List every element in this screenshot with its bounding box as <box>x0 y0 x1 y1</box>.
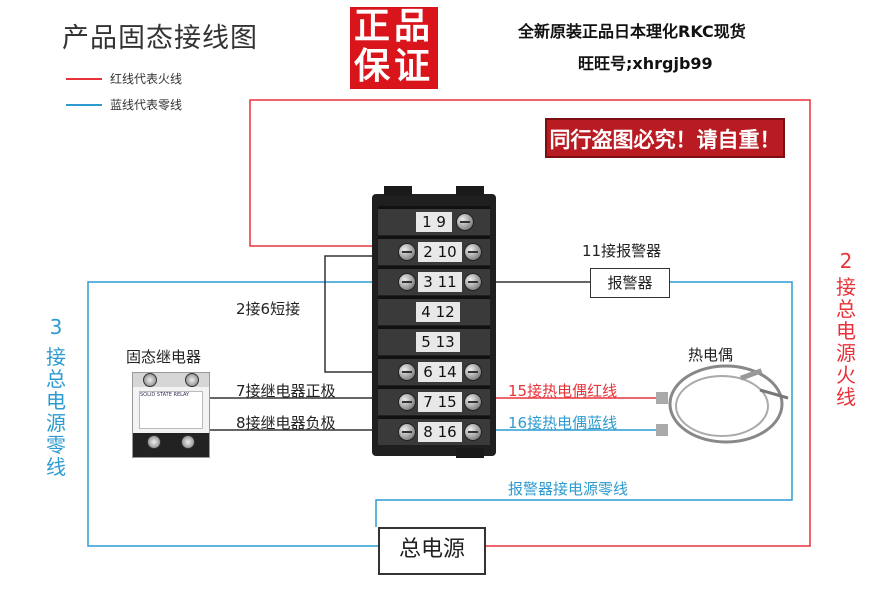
terminal-numbers: 7 15 <box>418 392 462 412</box>
header-line1: 全新原装正品日本理化RKC现货 <box>518 22 746 41</box>
tc-red-label: 15接热电偶红线 <box>508 382 618 400</box>
terminal-numbers: 4 12 <box>416 302 460 322</box>
ssr-base <box>133 433 209 457</box>
terminal-row: 2 10 <box>378 236 490 265</box>
screw-icon <box>464 273 482 291</box>
vertical-char: 线 <box>836 385 856 409</box>
terminal-numbers: 5 13 <box>416 332 460 352</box>
screw-icon <box>398 393 416 411</box>
screw-icon <box>185 373 199 387</box>
block-tab <box>456 448 484 458</box>
solid-state-relay-image: SOLID STATE RELAY <box>132 372 210 458</box>
main-power-box: 总电源 <box>378 527 486 575</box>
vertical-char: 接 <box>46 345 66 369</box>
screw-icon <box>398 363 416 381</box>
vertical-char: 线 <box>46 455 66 479</box>
thermocouple-title: 热电偶 <box>688 346 734 364</box>
vertical-char: 源 <box>836 341 856 365</box>
ssr-face: SOLID STATE RELAY <box>139 391 203 429</box>
screw-icon <box>464 363 482 381</box>
terminal-row: 3 11 <box>378 266 490 295</box>
vertical-char: 源 <box>46 411 66 435</box>
block-tab <box>384 186 412 196</box>
legend-blue-text: 蓝线代表零线 <box>110 98 183 112</box>
terminal-row: 7 15 <box>378 386 490 415</box>
legend-red-swatch <box>66 78 102 80</box>
screw-icon <box>181 435 195 449</box>
terminal-numbers: 1 9 <box>416 212 452 232</box>
terminal-row: 8 16 <box>378 416 490 445</box>
ssr-pos-label: 7接继电器正极 <box>236 382 336 400</box>
ssr-neg-label: 8接继电器负极 <box>236 414 336 432</box>
legend-red-text: 红线代表火线 <box>110 72 183 86</box>
vertical-char: 零 <box>46 433 66 457</box>
badge-line1: 正品 <box>353 6 434 47</box>
screw-icon <box>147 435 161 449</box>
screw-icon <box>143 373 157 387</box>
vertical-char: 总 <box>836 297 856 321</box>
block-tab <box>456 186 484 196</box>
warning-banner: 同行盗图必究！请自重！ <box>545 118 785 158</box>
screw-icon <box>398 423 416 441</box>
alarm-connection-label: 11接报警器 <box>582 242 662 260</box>
right-vertical-number: 2 <box>839 249 853 273</box>
page-title: 产品固态接线图 <box>62 23 258 54</box>
terminal-row: 1 9 <box>378 206 490 235</box>
screw-icon <box>464 393 482 411</box>
header-line2: 旺旺号;xhrgjb99 <box>578 54 713 73</box>
left-vertical-label: 接总电源零线 <box>44 346 68 478</box>
neutral-wire <box>87 281 410 547</box>
terminal-row: 4 12 <box>378 296 490 325</box>
badge-line2: 保证 <box>353 46 434 87</box>
thermocouple-image <box>656 364 789 444</box>
legend-blue-swatch <box>66 104 102 106</box>
terminal-numbers: 6 14 <box>418 362 462 382</box>
screw-icon <box>456 213 474 231</box>
vertical-char: 接 <box>836 275 856 299</box>
live-wire <box>249 99 811 547</box>
genuine-badge: 正品 保证 <box>350 7 438 89</box>
vertical-char: 火 <box>836 363 856 387</box>
terminal-numbers: 8 16 <box>418 422 462 442</box>
short-label: 2接6短接 <box>236 300 301 318</box>
vertical-char: 电 <box>836 319 856 343</box>
screw-icon <box>398 243 416 261</box>
terminal-row: 5 13 <box>378 326 490 355</box>
screw-icon <box>464 243 482 261</box>
terminal-numbers: 3 11 <box>418 272 462 292</box>
ssr-title: 固态继电器 <box>126 348 202 366</box>
terminal-row: 6 14 <box>378 356 490 385</box>
alarm-neutral-label: 报警器接电源零线 <box>508 480 629 498</box>
vertical-char: 电 <box>46 389 66 413</box>
vertical-char: 总 <box>46 367 66 391</box>
left-vertical-number: 3 <box>49 315 63 339</box>
tc-blue-label: 16接热电偶蓝线 <box>508 414 618 432</box>
short-wire <box>324 255 410 373</box>
terminal-block: 1 9 2 10 3 11 4 12 5 13 6 14 7 15 8 16 <box>372 186 496 458</box>
right-vertical-label: 接总电源火线 <box>834 276 858 408</box>
screw-icon <box>398 273 416 291</box>
alarm-neutral-wire <box>375 281 793 527</box>
terminal-numbers: 2 10 <box>418 242 462 262</box>
screw-icon <box>464 423 482 441</box>
alarm-box: 报警器 <box>590 268 670 298</box>
